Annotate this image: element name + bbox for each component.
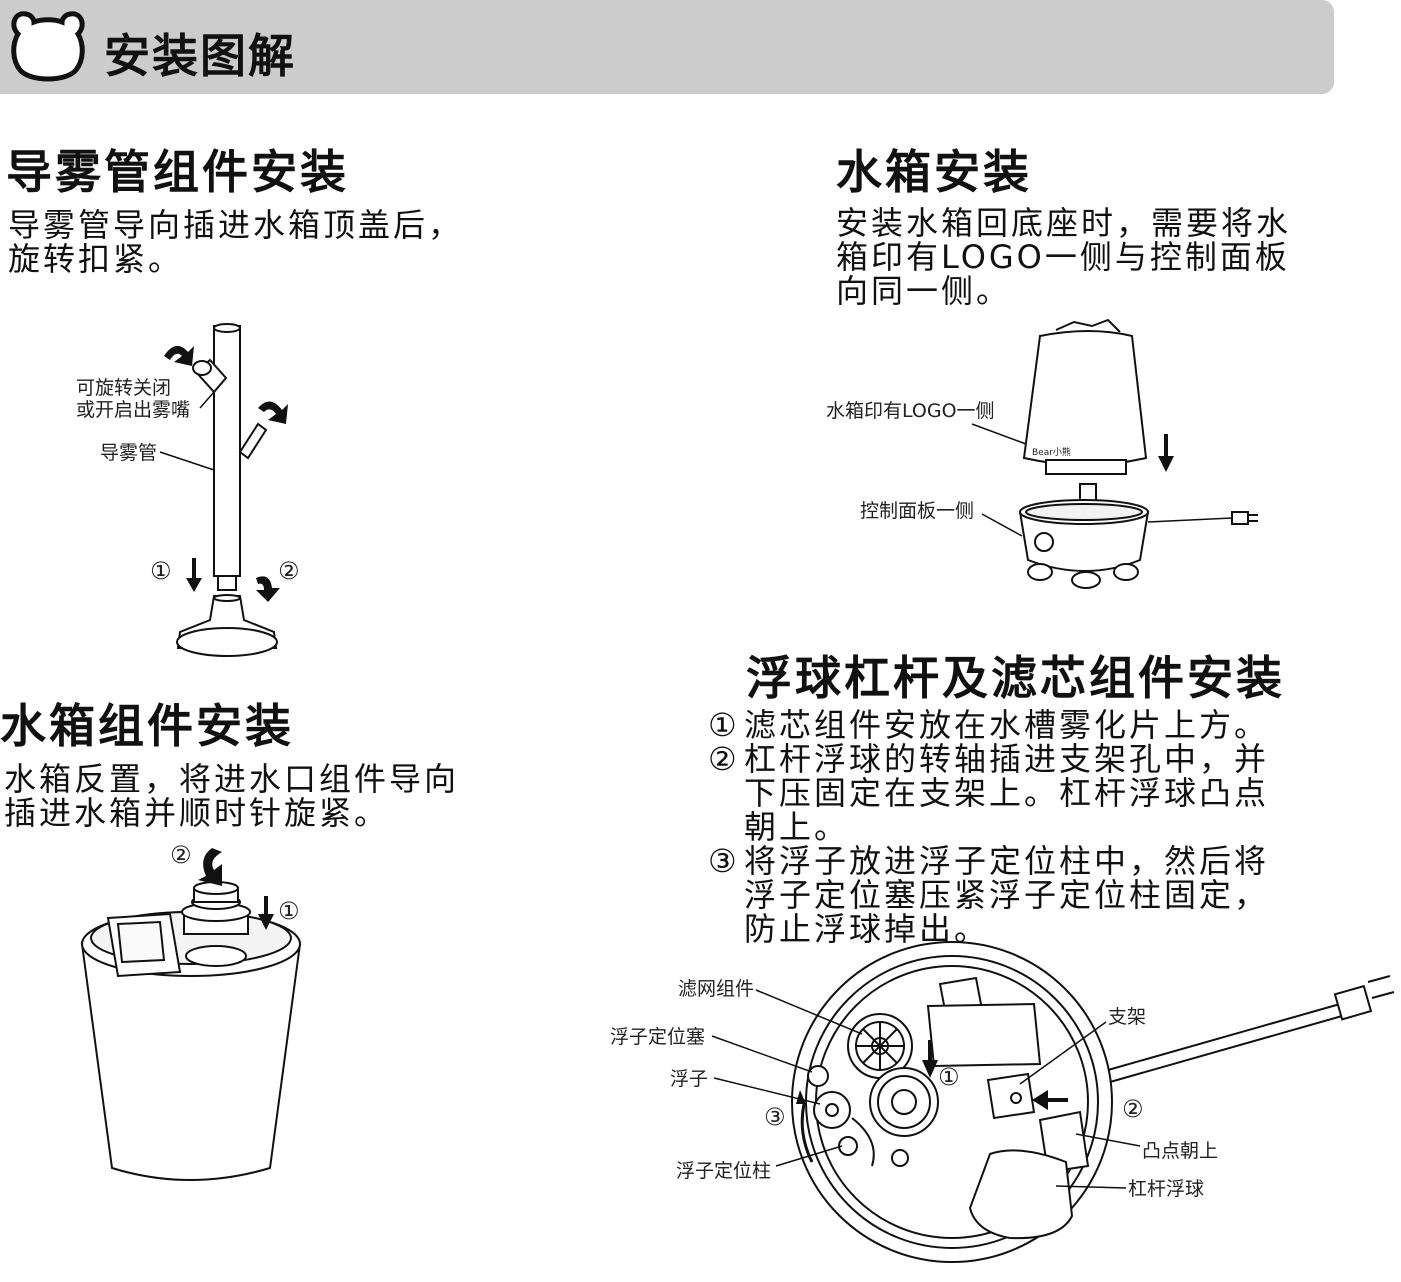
bump-up-label: 凸点朝上 — [1142, 1140, 1219, 1162]
float-label: 浮子 — [670, 1068, 709, 1090]
step-number: ② — [708, 740, 740, 778]
mist-step1-marker: ① — [150, 557, 172, 585]
tank-assembly-desc-line: 插进水箱并顺时针旋紧。 — [4, 794, 390, 832]
tank-install-title: 水箱安装 — [836, 145, 1032, 199]
filter-label: 滤网组件 — [678, 978, 755, 1000]
float-filter-title: 浮球杠杆及滤芯组件安装 — [746, 651, 1285, 705]
nozzle-label-line2: 或开启出雾嘴 — [76, 399, 191, 421]
step-text: 杠杆浮球的转轴插进支架孔中，并 — [744, 740, 1270, 778]
tank-install-desc-line: 向同一侧。 — [836, 272, 1012, 310]
logo-side-label: 水箱印有LOGO一侧 — [826, 400, 995, 422]
filter-step1-marker: ① — [938, 1063, 960, 1091]
step-item: ② 杠杆浮球的转轴插进支架孔中，并 下压固定在支架上。杠杆浮球凸点 朝上。 — [708, 742, 1269, 844]
tank-assembly-title: 水箱组件安装 — [0, 699, 294, 753]
step-text: 朝上。 — [744, 808, 850, 846]
filter-step2-marker: ② — [1122, 1095, 1144, 1123]
bear-logo-icon — [11, 11, 85, 82]
float-filter-steps: ① 滤芯组件安放在水槽雾化片上方。 ② 杠杆浮球的转轴插进支架孔中，并 下压固定… — [708, 708, 1269, 946]
header-bar: 安装图解 — [0, 0, 1334, 94]
mist-tube-title: 导雾管组件安装 — [6, 145, 349, 199]
tank-install-desc: 安装水箱回底座时，需要将水 箱印有LOGO一侧与控制面板 向同一侧。 — [836, 206, 1291, 308]
step-text: 滤芯组件安放在水槽雾化片上方。 — [744, 706, 1270, 744]
step-text: 下压固定在支架上。杠杆浮球凸点 — [744, 774, 1270, 812]
tank-assembly-desc: 水箱反置，将进水口组件导向 插进水箱并顺时针旋紧。 — [4, 762, 459, 830]
nozzle-label: 可旋转关闭 — [76, 377, 172, 399]
float-plug-label: 浮子定位塞 — [610, 1026, 706, 1048]
mist-tube-desc: 导雾管导向插进水箱顶盖后， 旋转扣紧。 — [8, 208, 463, 276]
lever-float-label: 杠杆浮球 — [1128, 1178, 1205, 1200]
step-text: 将浮子放进浮子定位柱中，然后将 — [744, 842, 1270, 880]
mist-step2-marker: ② — [278, 557, 300, 585]
mist-tube-desc-line: 旋转扣紧。 — [8, 240, 184, 278]
step-item: ③ 将浮子放进浮子定位柱中，然后将 浮子定位塞压紧浮子定位柱固定， 防止浮球掉出… — [708, 844, 1269, 946]
filter-step3-marker: ③ — [764, 1103, 786, 1131]
step-text: 防止浮球掉出。 — [744, 910, 990, 948]
page-title: 安装图解 — [104, 29, 296, 83]
tank-install-desc-line: 安装水箱回底座时，需要将水 — [836, 204, 1292, 242]
tank-step1-marker: ① — [278, 897, 300, 925]
step-item: ① 滤芯组件安放在水槽雾化片上方。 — [708, 708, 1269, 742]
tank-install-desc-line: 箱印有LOGO一侧与控制面板 — [836, 238, 1290, 276]
panel-side-label: 控制面板一侧 — [860, 500, 975, 522]
step-number: ③ — [708, 842, 740, 880]
bracket-label: 支架 — [1108, 1006, 1147, 1028]
step-number: ① — [708, 706, 740, 744]
step-text: 浮子定位塞压紧浮子定位柱固定， — [744, 876, 1270, 914]
brand-mark: Bear小熊 — [1032, 448, 1071, 458]
mist-tube-label: 导雾管 — [100, 442, 158, 464]
tank-assembly-desc-line: 水箱反置，将进水口组件导向 — [4, 760, 460, 798]
tank-step2-marker: ② — [170, 841, 192, 869]
mist-tube-desc-line: 导雾管导向插进水箱顶盖后， — [8, 206, 464, 244]
float-post-label: 浮子定位柱 — [676, 1160, 772, 1182]
